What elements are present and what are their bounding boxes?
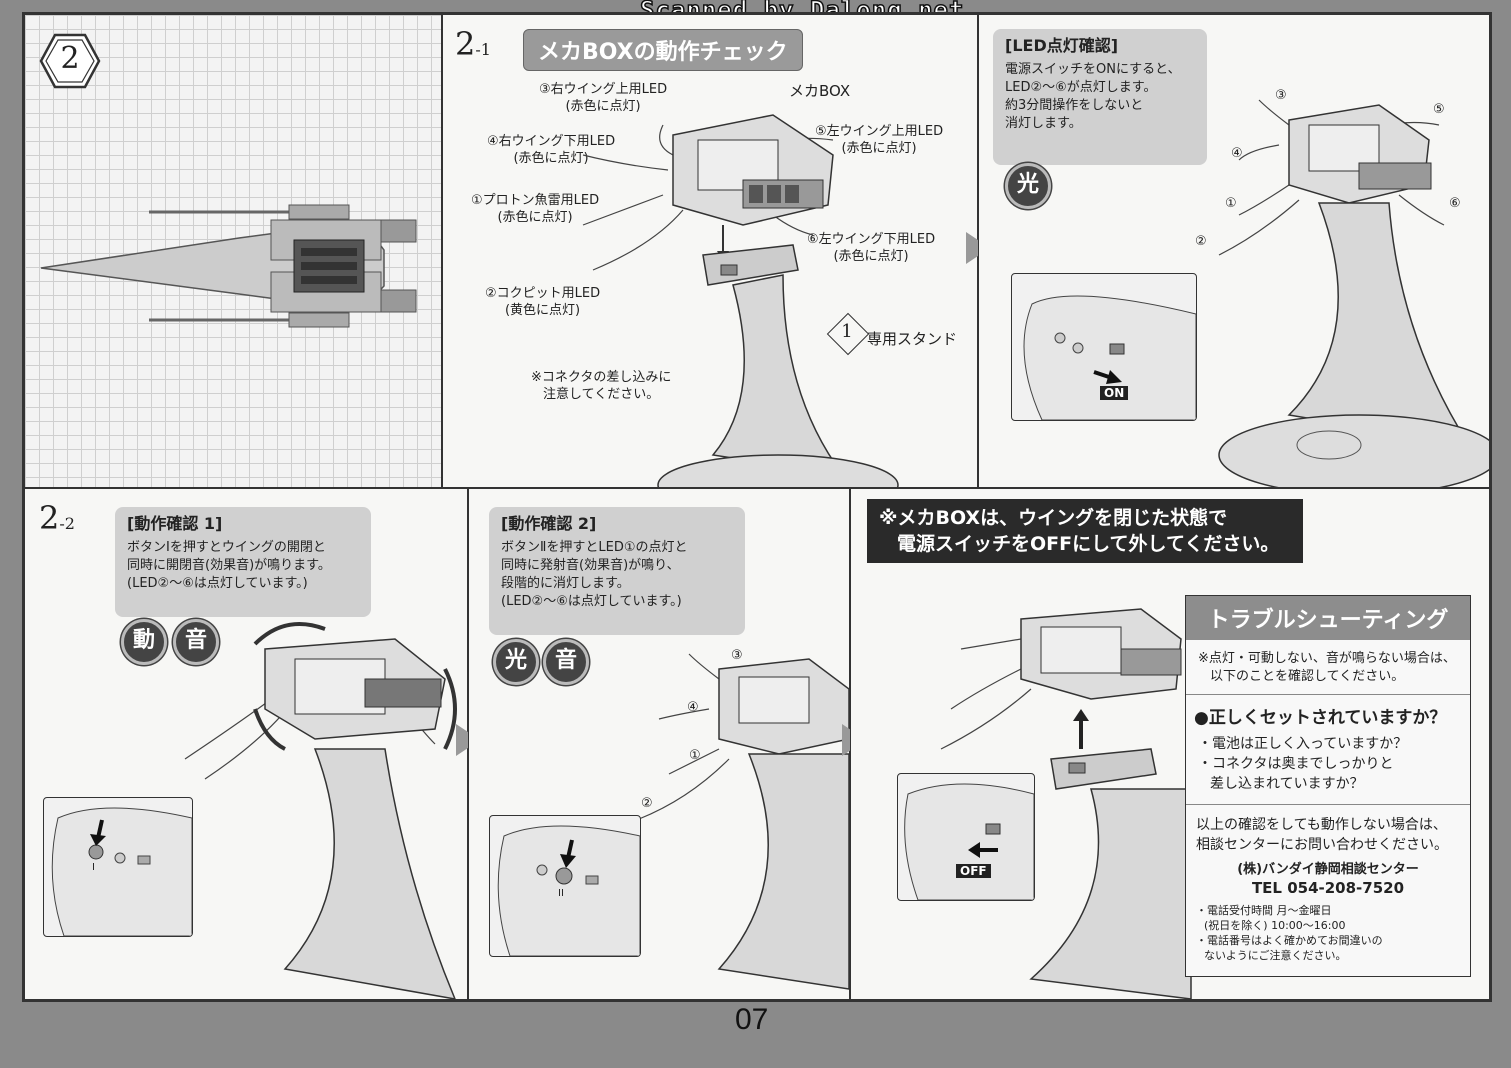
troubleshooting-question: ●正しくセットされていますか？ [1186,694,1470,732]
stand-label: 専用スタンド [867,330,958,348]
removal-panel: ※メカBOXは、ウイングを閉じた状態で 電源スイッチをOFFにして外してください… [850,488,1490,1000]
wing-open-illustration [184,622,457,999]
led2-label: ②コクピット用LED(黄色に点灯) [485,286,601,318]
check2-panel: [動作確認 2] ボタンⅡを押すとLED①の点灯と 同時に発射音(効果音)が鳴り… [468,488,850,1000]
led-marker-4: ④ [1231,146,1243,161]
button2-mark: II [558,888,564,899]
removal-warning: ※メカBOXは、ウイングを閉じた状態で 電源スイッチをOFFにして外してください… [867,499,1303,563]
sound-icon: 音 [173,619,219,665]
troubleshooting-title: トラブルシューティング [1186,596,1470,640]
led-marker-1: ① [689,748,701,763]
led1-label: ①プロトン魚雷用LED(赤色に点灯) [471,193,600,225]
led-marker-2: ② [641,796,653,811]
mecha-box-removal-illustration [940,608,1192,999]
base-switch-off-illustration [904,783,1034,900]
led-marker-1: ① [1225,196,1237,211]
mecha-box-illustration [582,114,899,487]
troubleshooting-box: トラブルシューティング ※点灯・可動しない、音が鳴らない場合は、 以下のことを確… [1185,595,1471,977]
instruction-sheet: 2 2-1 メカBOXの動作チェック メカBOX ③右ウイング上用LED(赤色に… [22,12,1492,1002]
sound-icon: 音 [543,639,589,685]
troubleshooting-intro: ※点灯・可動しない、音が鳴らない場合は、 以下のことを確認してください。 [1198,651,1456,684]
button1-inset: I [43,797,193,937]
led-marker-4: ④ [687,700,699,715]
led-check-panel: [LED点灯確認] 電源スイッチをONにすると、 LED②～⑥が点灯します。 約… [978,14,1490,488]
led4-label: ④右ウイング下用LED(赤色に点灯) [487,134,616,166]
check1-note: [動作確認 1] ボタンⅠを押すとウイングの開閉と 同時に開閉音(効果音)が鳴り… [115,507,371,617]
base-switch-illustration [1023,295,1196,420]
step2-badge-number: 2 [60,41,80,76]
button1-mark: I [92,862,95,873]
led-marker-3: ③ [1275,88,1287,103]
light-icon: 光 [1005,163,1051,209]
stand-part-number-text: 1 [841,321,853,342]
mecha-box-label: メカBOX [789,82,851,100]
led-marker-5: ⑤ [1433,102,1445,117]
mecha-box-closed-illustration [638,653,849,990]
off-switch-label: OFF [956,864,991,878]
motion-icon: 動 [121,619,167,665]
switch-on-inset: ON [1011,273,1197,421]
step2-1-panel: 2-1 メカBOXの動作チェック メカBOX ③右ウイング上用LED(赤色に点灯… [442,14,978,488]
led-check-note: [LED点灯確認] 電源スイッチをONにすると、 LED②～⑥が点灯します。 約… [993,29,1207,165]
switch-off-inset: OFF [897,773,1035,901]
step2-2-number: 2-2 [39,499,75,537]
button2-inset: II [489,815,641,957]
led6-label: ⑥左ウイング下用LED(赤色に点灯) [807,232,936,264]
led3-label: ③右ウイング上用LED(赤色に点灯) [539,82,668,114]
connector-note: ※コネクタの差し込みに注意してください。 [531,370,672,402]
led-marker-2: ② [1195,234,1207,249]
button2-illustration [497,825,640,956]
led-marker-3: ③ [731,648,743,663]
step2-panel: 2 [24,14,442,488]
step2-1-title: メカBOXの動作チェック [523,29,803,71]
on-switch-label: ON [1100,386,1129,400]
led-marker-6: ⑥ [1449,196,1461,211]
xwing-top-view [40,204,417,328]
mecha-box-lit-illustration [1218,99,1489,487]
button1-illustration [51,807,192,936]
led5-label: ⑤左ウイング上用LED(赤色に点灯) [815,124,944,156]
troubleshooting-contact: 以上の確認をしても動作しない場合は、 相談センターにお問い合わせください。 (株… [1186,804,1470,967]
troubleshooting-checks: ・電池は正しく入っていますか？ ・コネクタは奥までしっかりと 差し込まれています… [1198,736,1408,792]
page-number: 07 [735,1003,769,1036]
light-icon: 光 [493,639,539,685]
check2-note: [動作確認 2] ボタンⅡを押すとLED①の点灯と 同時に発射音(効果音)が鳴り… [489,507,745,635]
step2-1-number: 2-1 [455,25,491,63]
hex-badge [39,33,101,89]
step2-2-panel: 2-2 [動作確認 1] ボタンⅠを押すとウイングの開閉と 同時に開閉音(効果音… [24,488,468,1000]
